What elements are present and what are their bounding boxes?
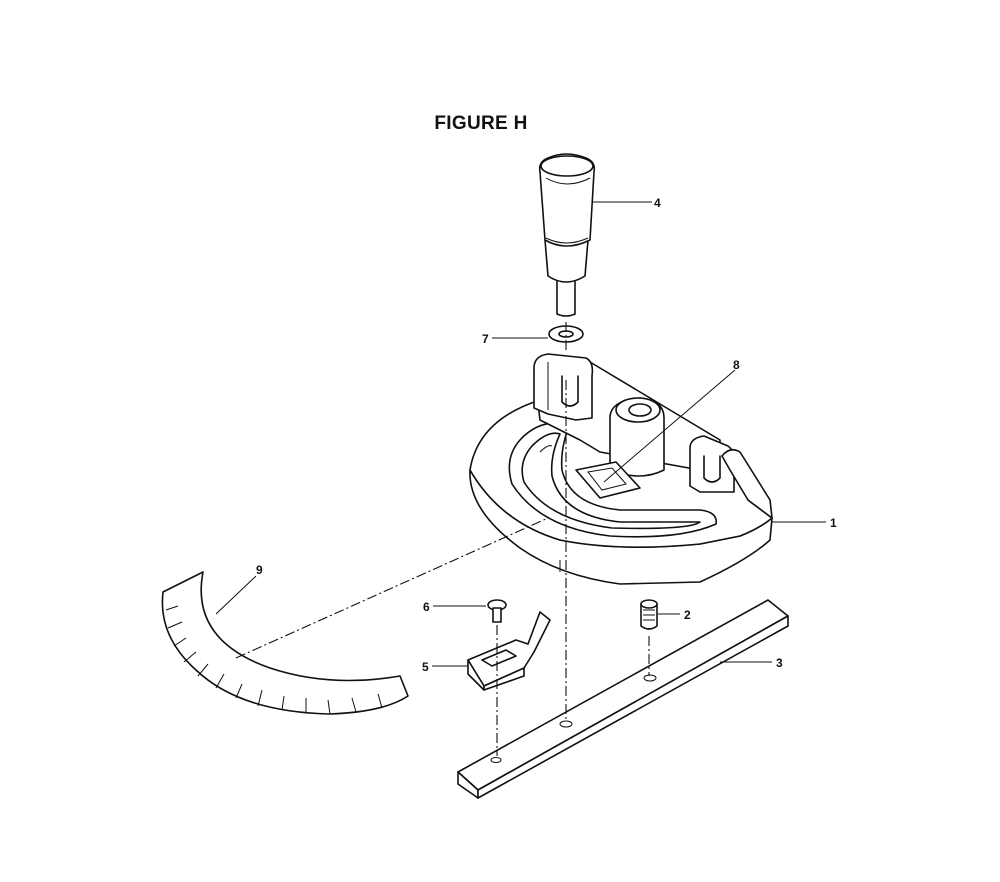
callout-2: 2 <box>684 608 691 622</box>
callout-1: 1 <box>830 516 837 530</box>
callout-4: 4 <box>654 196 661 210</box>
callout-3: 3 <box>776 656 783 670</box>
part-3-miter-bar <box>457 599 789 799</box>
part-5-clamp <box>467 611 551 691</box>
part-4-knob <box>538 153 596 317</box>
callout-5: 5 <box>422 660 429 674</box>
callout-labels: 4 7 8 1 2 3 5 6 9 <box>256 196 837 674</box>
part-6-screw <box>487 599 507 623</box>
leader-lines <box>215 201 826 667</box>
callout-9: 9 <box>256 563 263 577</box>
part-1-gauge-body <box>469 353 773 585</box>
part-9-scale <box>161 571 409 715</box>
callout-7: 7 <box>482 332 489 346</box>
figure-title: FIGURE H <box>434 113 528 134</box>
callout-8: 8 <box>733 358 740 372</box>
part-2-pin <box>640 599 658 630</box>
callout-6: 6 <box>423 600 430 614</box>
assembly-centerlines <box>235 322 650 756</box>
